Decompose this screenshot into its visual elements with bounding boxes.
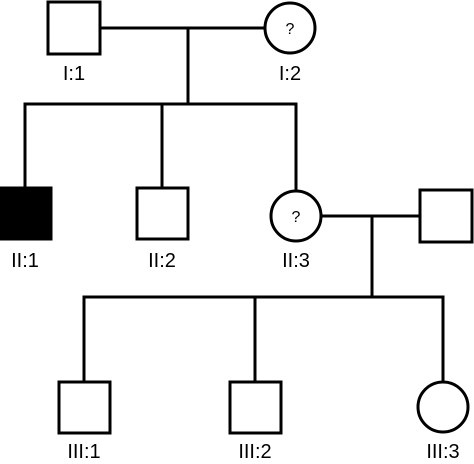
unknown-status-mark: ?: [292, 209, 301, 226]
individual-label: III:1: [67, 441, 100, 463]
female-circle: [269, 189, 323, 243]
individual-II-2: II:2: [135, 186, 190, 272]
individual-label: II:1: [11, 250, 39, 272]
individual-label: III:2: [238, 441, 271, 463]
individual-II-spouse: [418, 188, 474, 244]
individual-III-1: III:1: [57, 380, 112, 463]
male-square: [135, 186, 190, 241]
female-circle: [416, 380, 470, 434]
male-square: [418, 188, 474, 244]
male-square: [57, 380, 112, 435]
individual-label: II:3: [282, 250, 310, 272]
individual-label: I:1: [63, 63, 85, 85]
mating-II-lines: [82, 214, 445, 384]
individual-III-3: III:3: [416, 380, 470, 463]
individual-label: III:3: [426, 441, 459, 463]
mating-I-lines: [23, 26, 298, 192]
individual-I-2: ? I:2: [263, 1, 317, 85]
individual-I-1: I:1: [46, 0, 102, 85]
individual-label: II:2: [148, 250, 176, 272]
individual-II-3: ? II:3: [269, 189, 323, 272]
individual-II-1: II:1: [0, 186, 53, 272]
male-square: [228, 380, 283, 435]
female-circle: [263, 1, 317, 55]
individual-label: I:2: [279, 63, 301, 85]
unknown-status-mark: ?: [286, 21, 295, 38]
individual-III-2: III:2: [228, 380, 283, 463]
affected-male-square: [0, 186, 53, 241]
male-square: [46, 0, 102, 56]
